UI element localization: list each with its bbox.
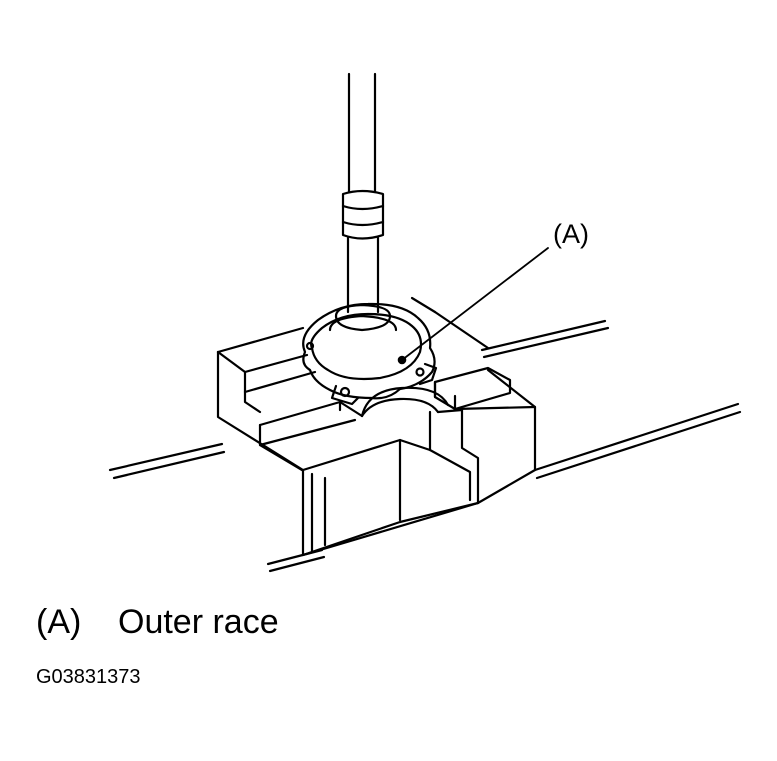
callout-leader — [401, 247, 549, 361]
legend-key: (A) — [36, 603, 82, 641]
callout-marker-a: (A) — [553, 219, 589, 249]
press-bearing-illustration — [108, 72, 742, 573]
bench-rails — [108, 319, 742, 573]
figure-code: G03831373 — [36, 666, 141, 688]
press-ram — [328, 72, 398, 332]
legend-entry: (A) Outer race — [36, 602, 279, 642]
support-block — [216, 296, 537, 557]
legend-label: Outer race — [118, 603, 279, 641]
